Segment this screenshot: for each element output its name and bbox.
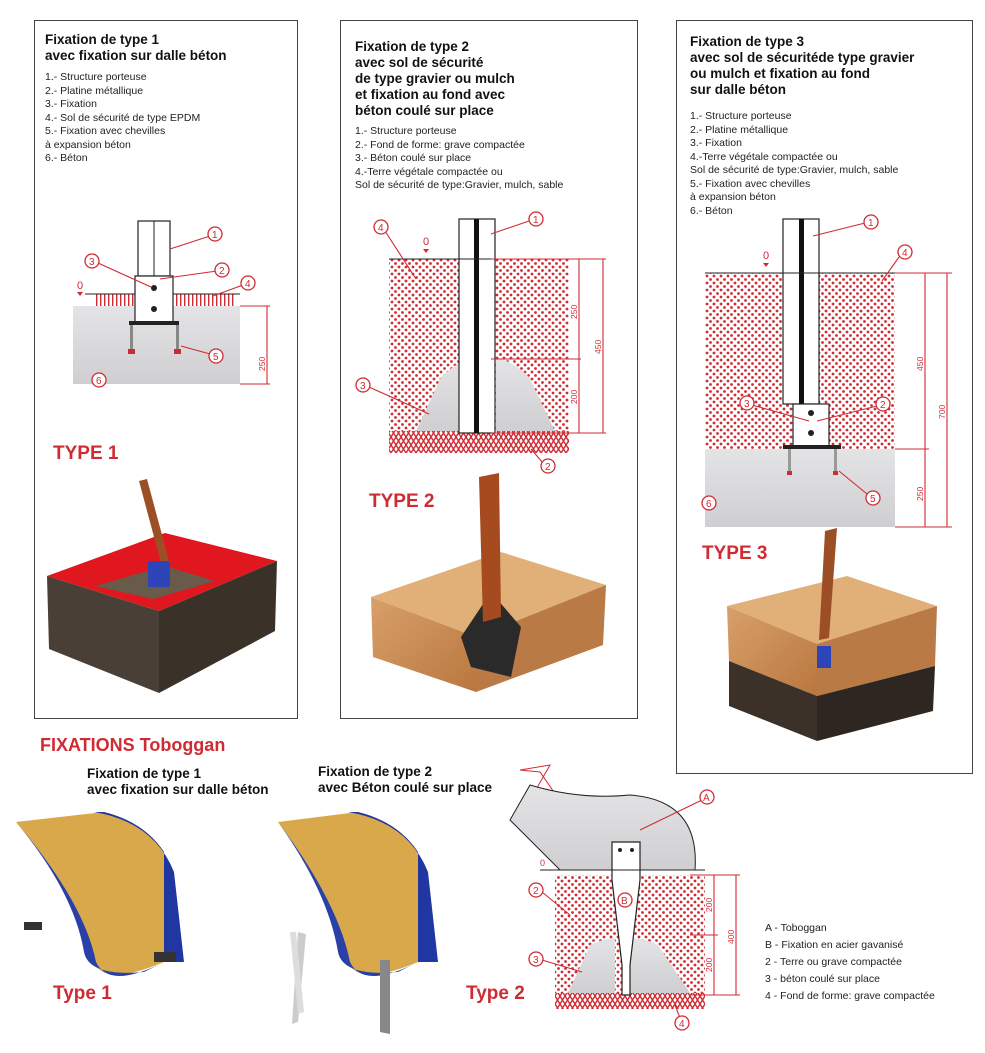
callout-4: 4 — [902, 248, 908, 259]
concrete-left — [416, 359, 469, 431]
callout-5: 5 — [870, 494, 876, 505]
legend-item: 1.- Structure porteuse — [355, 125, 457, 137]
legend-item: 6.- Béton — [45, 152, 88, 164]
callout-4: 4 — [378, 223, 384, 234]
type-2-label: TYPE 2 — [369, 491, 435, 512]
panel-2-title: Fixation de type 2 avec sol de sécurité … — [355, 39, 515, 118]
callout-2: 2 — [545, 462, 551, 473]
dimension-label: 250 — [569, 305, 579, 319]
callout-1: 1 — [212, 230, 218, 241]
callout-1: 1 — [868, 218, 874, 229]
callout-5: 5 — [213, 352, 219, 363]
callout-3: 3 — [533, 955, 539, 966]
dimension-label: 250 — [257, 357, 267, 371]
level-label: 0 — [540, 858, 545, 868]
concrete-slab — [705, 449, 895, 527]
dimension-label: 400 — [726, 930, 736, 944]
steel-fixation — [611, 841, 641, 996]
callout-3: 3 — [89, 257, 95, 268]
toboggan-type-2-title: Fixation de type 2 avec Béton coulé sur … — [318, 764, 493, 795]
legend-item: 2 - Terre ou grave compactée — [765, 956, 902, 968]
legend-item: 4.-Terre végétale compactée ou Sol de sé… — [355, 165, 564, 192]
legend-item: 4.- Sol de sécurité de type EPDM — [45, 111, 201, 124]
dimension-label: 200 — [704, 898, 714, 912]
legend-item: 2.- Platine métallique — [690, 123, 789, 136]
level-label: 0 — [423, 236, 429, 248]
dimension-label: 700 — [937, 405, 947, 419]
legend-item: 1.- Structure porteuse — [690, 110, 792, 122]
callout-3: 3 — [360, 381, 366, 392]
legend-item: 4 - Fond de forme: grave compactée — [765, 990, 935, 1002]
level-label: 0 — [77, 280, 83, 292]
base-layer — [389, 431, 569, 453]
toboggan-heading: FIXATIONS Toboggan — [40, 735, 226, 755]
legend-item: 2.- Platine métallique — [45, 84, 144, 97]
type-3-label: TYPE 3 — [702, 543, 768, 564]
type-3-section-diagram: 0 450 250 700 1 2 3 4 5 6 — [701, 214, 952, 528]
panel-type-2: Fixation de type 2 avec sol de sécurité … — [340, 20, 638, 719]
callout-6: 6 — [706, 499, 712, 510]
type-1-section-diagram: 0 250 1 2 3 4 5 6 — [73, 220, 270, 388]
legend-item: 2.- Fond de forme: grave compactée — [355, 138, 525, 151]
panel-type-3: Fixation de type 3 avec sol de sécuritéd… — [676, 20, 973, 774]
base-layer — [555, 993, 705, 1009]
dimension-label: 450 — [593, 340, 603, 354]
toboggan-type-2-label: Type 2 — [466, 983, 525, 1004]
legend-item: 5.- Fixation avec chevilles à expansion … — [690, 177, 811, 204]
panel-1-title: Fixation de type 1 avec fixation sur dal… — [45, 32, 227, 63]
panel-3-legend: 1.- Structure porteuse 2.- Platine métal… — [690, 110, 898, 218]
callout-2: 2 — [533, 886, 539, 897]
toboggan-legend: A - Toboggan B - Fixation en acier gavan… — [765, 920, 935, 1005]
level-label: 0 — [763, 250, 769, 262]
metal-plate — [134, 275, 174, 325]
type-2-section-diagram: 0 250 200 450 1 2 3 4 — [355, 211, 606, 474]
callout-6: 6 — [96, 376, 102, 387]
dimension-label: 250 — [915, 487, 925, 501]
panel-type-1: Fixation de type 1 avec fixation sur dal… — [34, 20, 298, 719]
legend-item: 5.- Fixation avec chevilles à expansion … — [45, 125, 166, 151]
type-3-3d-illustration — [727, 528, 937, 741]
panel-2-legend: 1.- Structure porteuse 2.- Fond de forme… — [355, 125, 563, 193]
legend-item: 3.- Fixation — [45, 98, 97, 110]
callout-A: A — [703, 793, 710, 804]
legend-item: 4.-Terre végétale compactée ou Sol de sé… — [690, 150, 899, 177]
panel-1-legend: 1.- Structure porteuse 2.- Platine métal… — [45, 71, 200, 166]
type-1-3d-illustration — [47, 479, 277, 693]
dimension-label: 450 — [915, 357, 925, 371]
legend-item: B - Fixation en acier gavanisé — [765, 939, 904, 951]
legend-item: 3.- Béton coulé sur place — [355, 152, 472, 164]
slide-type-2-illustration — [278, 812, 438, 1034]
callout-2: 2 — [880, 400, 886, 411]
callout-4: 4 — [679, 1019, 685, 1030]
dimension-label: 200 — [569, 390, 579, 404]
callout-2: 2 — [219, 266, 225, 277]
slide-type-1-illustration — [16, 812, 184, 976]
type-2-3d-illustration — [371, 473, 606, 692]
slide-end — [509, 784, 696, 871]
legend-item: A - Toboggan — [765, 922, 827, 934]
toboggan-type-2-section-diagram: 0 200 200 400 A B 2 3 4 — [509, 764, 740, 1031]
legend-item: 3 - béton coulé sur place — [765, 973, 880, 985]
panel-3-title: Fixation de type 3 avec sol de sécuritéd… — [690, 34, 915, 97]
toboggan-type-1-title: Fixation de type 1 avec fixation sur dal… — [87, 766, 269, 797]
callout-1: 1 — [533, 215, 539, 226]
legend-item: 6.- Béton — [690, 204, 733, 217]
dimension-label: 200 — [704, 958, 714, 972]
callout-4: 4 — [245, 279, 251, 290]
callout-B: B — [621, 896, 628, 907]
type-1-label: TYPE 1 — [53, 443, 119, 464]
legend-item: 3.- Fixation — [690, 137, 742, 149]
callout-3: 3 — [744, 399, 750, 410]
concrete-right — [496, 359, 555, 431]
legend-item: 1.- Structure porteuse — [45, 71, 147, 83]
toboggan-type-1-label: Type 1 — [53, 983, 112, 1004]
